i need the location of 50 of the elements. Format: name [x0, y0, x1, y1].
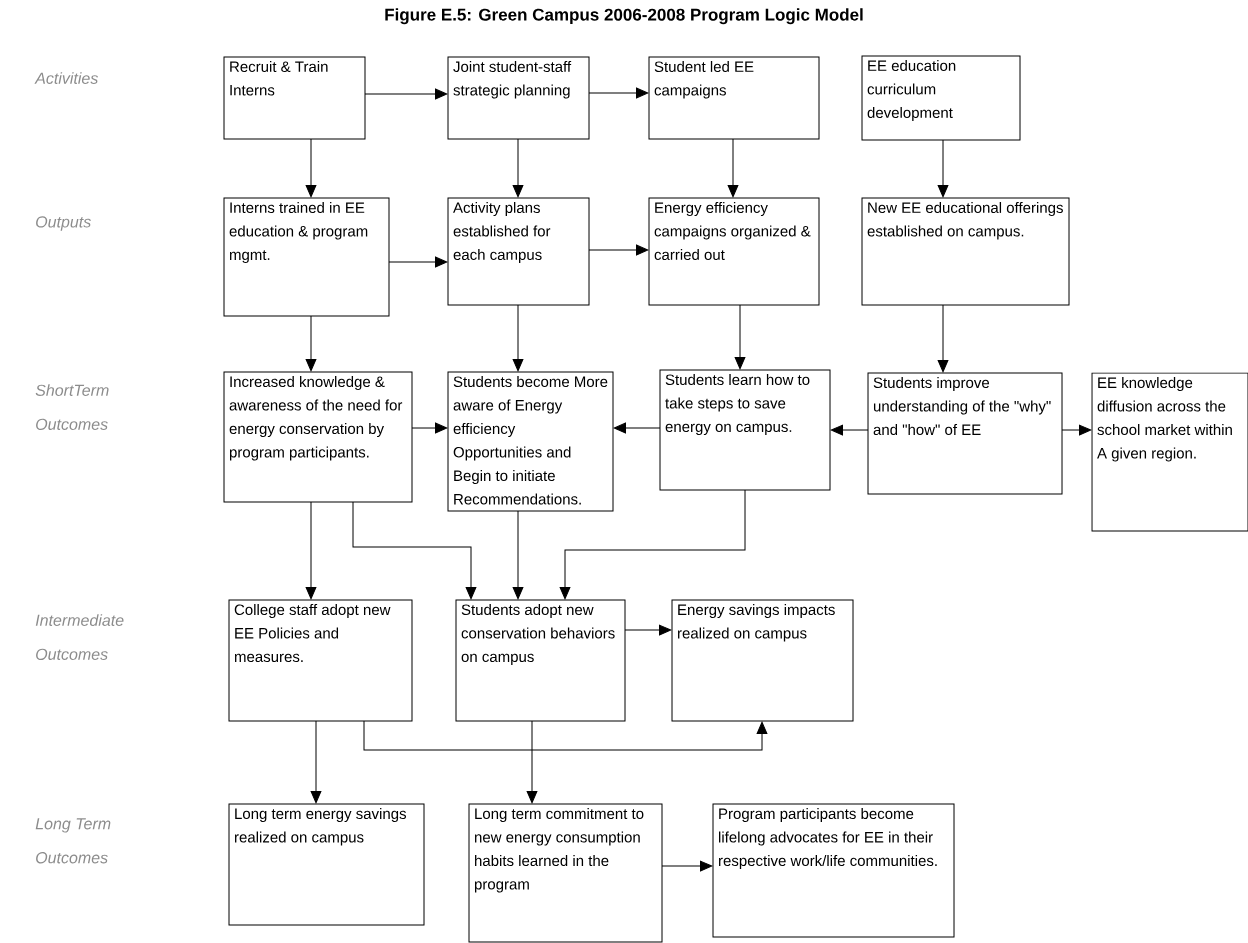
process-box: Program participants become lifelong advocates for EE in their respective work/life communities.: [712, 803, 955, 938]
row-label: ShortTerm Outcomes: [35, 384, 109, 430]
process-box: EE knowledge diffusion across the school market within A given region.: [1091, 372, 1248, 532]
process-box: Energy efficiency campaigns organized & carried out: [648, 197, 820, 306]
arrow: [830, 424, 869, 436]
arrow: [512, 138, 524, 198]
process-box: Long term commitment to new energy consumption habits learned in the program: [468, 803, 663, 943]
row-label: Intermediate Outcomes: [35, 614, 124, 660]
arrow: [305, 138, 317, 198]
arrow: [526, 720, 538, 804]
arrow: [588, 87, 649, 99]
row-label: Outputs: [36, 216, 91, 231]
process-box: Energy savings impacts realized on campus: [671, 599, 854, 722]
arrow: [305, 315, 317, 372]
row-label: Long Term Outcomes: [35, 818, 111, 864]
arrow: [937, 139, 949, 198]
process-box: Increased knowledge & awareness of the need for energy conservation by program participants.: [223, 371, 413, 503]
process-box: Students learn how to take steps to save energy on campus.: [659, 369, 831, 491]
process-box: Interns trained in EE education & program mgmt.: [223, 197, 390, 317]
process-box: Activity plans established for each campus: [447, 197, 590, 306]
arrow: [613, 422, 661, 434]
arrow: [310, 720, 322, 804]
process-box: Students adopt new conservation behaviors on campus: [455, 599, 626, 722]
arrow: [624, 624, 672, 636]
arrow: [512, 304, 524, 372]
arrow: [305, 501, 317, 600]
process-box: Students improve understanding of the "why" and "how" of EE: [867, 372, 1063, 495]
process-box: College staff adopt new EE Policies and measures.: [228, 599, 413, 722]
arrow: [734, 304, 746, 370]
arrow: [411, 422, 448, 434]
arrow: [1061, 424, 1092, 436]
process-box: New EE educational offerings established on campus.: [861, 197, 1070, 306]
arrow: [588, 244, 649, 256]
process-box: Student led EE campaigns: [648, 56, 820, 140]
process-box: Long term energy savings realized on campus: [228, 803, 425, 926]
arrow: [388, 256, 448, 268]
title: Figure E.5: Green Campus 2006-2008 Program Logic Model: [385, 8, 863, 25]
arrow: [364, 88, 448, 100]
process-box: Students become More aware of Energy efficiency Opportunities and Begin to initiate Recommendations.: [447, 371, 614, 512]
arrow: [559, 489, 746, 600]
arrow: [512, 510, 524, 600]
arrow: [937, 304, 949, 373]
arrow: [727, 138, 739, 198]
process-box: EE education curriculum development: [861, 55, 1021, 141]
arrow: [661, 860, 713, 872]
arrow: [363, 720, 768, 751]
process-box: Joint student-staff strategic planning: [447, 56, 590, 140]
arrow: [352, 501, 477, 600]
row-label: Activities: [34, 72, 98, 84]
process-box: Recruit & Train Interns: [223, 56, 366, 140]
